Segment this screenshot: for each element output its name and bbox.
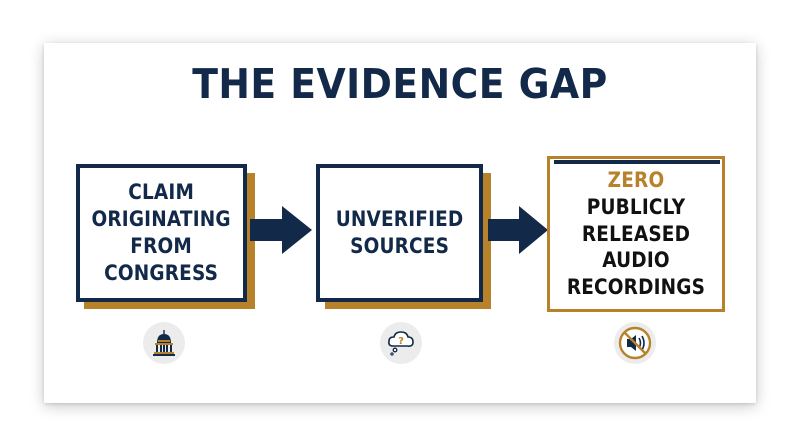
step-1-line: FROM xyxy=(130,234,193,258)
step-1-line: CONGRESS xyxy=(104,260,219,285)
arrow-right-icon xyxy=(250,206,312,254)
step-1-icon-badge xyxy=(143,322,185,364)
step-3-icon-badge xyxy=(614,322,656,364)
step-1-line: ORIGINATING xyxy=(91,207,232,232)
page-title: THE EVIDENCE GAP xyxy=(192,60,608,108)
step-2-label: UNVERIFIED SOURCES xyxy=(336,206,464,260)
step-3-line-1: ZERO PUBLICLY xyxy=(560,167,711,221)
step-3-line: RECORDINGS xyxy=(566,275,706,300)
thought-question-icon: ? xyxy=(388,331,414,356)
step-3-box: ZERO PUBLICLY RELEASED AUDIO RECORDINGS xyxy=(547,156,725,312)
step-3-label: ZERO PUBLICLY RELEASED AUDIO RECORDINGS xyxy=(560,167,711,301)
capitol-icon xyxy=(153,330,175,356)
step-2-box: UNVERIFIED SOURCES xyxy=(316,164,483,302)
step-3-top-bar xyxy=(554,160,720,164)
step-2-line: SOURCES xyxy=(350,234,449,258)
step-2-icon-badge: ? xyxy=(380,322,422,364)
step-1-box: CLAIM ORIGINATING FROM CONGRESS xyxy=(76,164,247,302)
step-3-line: AUDIO xyxy=(602,248,670,273)
step-1-line: CLAIM xyxy=(128,180,195,205)
arrow-right-icon xyxy=(488,206,548,254)
step-2-line: UNVERIFIED xyxy=(335,207,464,232)
step-3-first-rest: PUBLICLY xyxy=(586,194,686,219)
svg-text:?: ? xyxy=(398,336,404,347)
zero-highlight: ZERO xyxy=(607,167,665,192)
step-3-line: RELEASED xyxy=(581,221,691,246)
muted-speaker-icon xyxy=(618,326,652,360)
step-1-label: CLAIM ORIGINATING FROM CONGRESS xyxy=(92,179,231,287)
